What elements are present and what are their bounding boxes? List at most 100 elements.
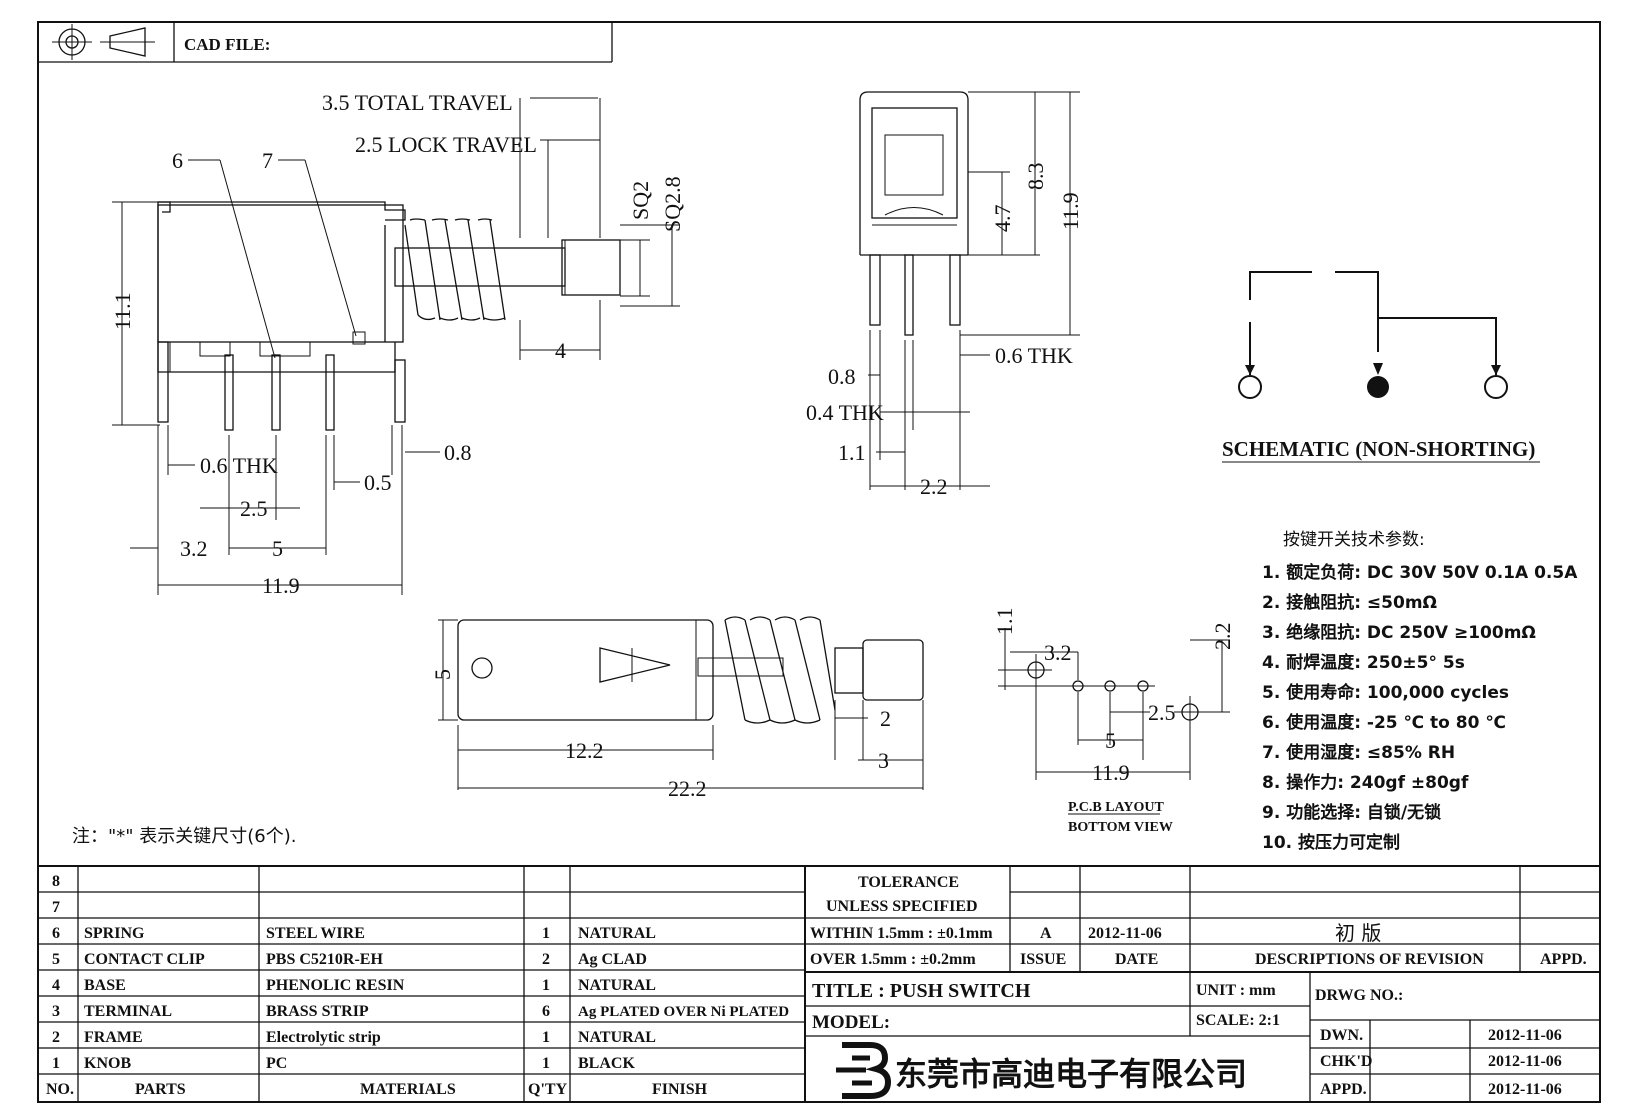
schematic: SCHEMATIC (NON-SHORTING) xyxy=(1222,271,1540,463)
tolerance-over: OVER 1.5mm : ±0.2mm xyxy=(810,951,976,968)
bom-no-7: 7 xyxy=(52,899,60,916)
bom-part-1: KNOB xyxy=(84,1055,131,1072)
pcb-dim-2-5: 2.5 xyxy=(1148,700,1176,725)
pcb-label-bottom: BOTTOM VIEW xyxy=(1068,820,1173,835)
callout-7: 7 xyxy=(262,148,273,173)
bom-material-3: BRASS STRIP xyxy=(266,1003,369,1020)
specs-heading: 按键开关技术参数: xyxy=(1283,530,1425,550)
spec-item-8: 8. 操作力: 240gf ±80gf xyxy=(1262,772,1469,793)
chkd-label: CHK'D xyxy=(1320,1053,1372,1070)
tolerance-label: TOLERANCE xyxy=(858,874,959,891)
bom-no-2: 2 xyxy=(52,1029,60,1046)
revision-description-value: 初 版 xyxy=(1335,921,1381,945)
pcb-layout: 1.1 3.2 2.2 2.5 5 11.9 P.C.B LAYOUT BOTT… xyxy=(992,608,1235,836)
dim-0-8-front: 0.8 xyxy=(828,364,856,389)
bom-material-6: STEEL WIRE xyxy=(266,925,365,942)
bom-finish-2: NATURAL xyxy=(578,1029,656,1046)
appd-label: APPD. xyxy=(1320,1081,1367,1098)
bom-finish-6: NATURAL xyxy=(578,925,656,942)
dwn-date: 2012-11-06 xyxy=(1488,1027,1562,1044)
date-value: 2012-11-06 xyxy=(1088,925,1162,942)
title-block: TOLERANCE UNLESS SPECIFIED WITHIN 1.5mm … xyxy=(805,866,1600,1102)
bom-no-3: 3 xyxy=(52,1003,60,1020)
bom-part-4: BASE xyxy=(84,977,126,994)
dim-stem: 4 xyxy=(555,338,566,363)
spec-item-7: 7. 使用湿度: ≤85% RH xyxy=(1262,742,1455,763)
bom-no-1: 1 xyxy=(52,1055,60,1072)
spec-item-6: 6. 使用温度: -25 ℃ to 80 ℃ xyxy=(1262,712,1506,733)
dim-2-2-front: 2.2 xyxy=(920,474,948,499)
model-label: MODEL: xyxy=(812,1012,890,1033)
dim-top-3: 3 xyxy=(878,748,889,773)
appd-date: 2012-11-06 xyxy=(1488,1081,1562,1098)
company-name: 东莞市高迪电子有限公司 xyxy=(895,1055,1247,1093)
bom-header-qty: Q'TY xyxy=(528,1081,568,1098)
bom-qty-5: 2 xyxy=(542,951,550,968)
schematic-terminal-common xyxy=(1367,376,1389,398)
bom-header-materials: MATERIALS xyxy=(360,1081,456,1098)
date-header: DATE xyxy=(1115,951,1158,968)
dim-top-2: 2 xyxy=(880,706,891,731)
bom-finish-4: NATURAL xyxy=(578,977,656,994)
bom-finish-3: Ag PLATED OVER Ni PLATED xyxy=(578,1004,789,1020)
total-travel-label: 3.5 TOTAL TRAVEL xyxy=(322,90,513,115)
pcb-dim-2-2: 2.2 xyxy=(1210,623,1235,651)
dim-4-7: 4.7 xyxy=(990,205,1015,233)
header-box: CAD FILE: xyxy=(37,22,613,63)
dim-width: 11.9 xyxy=(262,573,300,598)
bom-part-6: SPRING xyxy=(84,925,145,942)
dim-height: 11.1 xyxy=(110,292,135,330)
bom-no-6: 6 xyxy=(52,925,60,942)
dim-pin-gap: 0.5 xyxy=(364,470,392,495)
schematic-terminal-left xyxy=(1238,375,1262,399)
spec-item-3: 3. 绝缘阻抗: DC 250V ≥100mΩ xyxy=(1262,622,1536,643)
lock-travel-label: 2.5 LOCK TRAVEL xyxy=(355,132,537,157)
bom-part-3: TERMINAL xyxy=(84,1003,172,1020)
bom-material-4: PHENOLIC RESIN xyxy=(266,977,405,994)
unless-specified-label: UNLESS SPECIFIED xyxy=(826,898,978,915)
projection-symbol-icon xyxy=(52,24,155,60)
bom-material-5: PBS C5210R-EH xyxy=(266,951,383,968)
dim-8-3: 8.3 xyxy=(1023,163,1048,191)
spec-item-2: 2. 接触阻抗: ≤50mΩ xyxy=(1262,592,1437,613)
side-view: 3.5 TOTAL TRAVEL 2.5 LOCK TRAVEL SQ2 SQ2… xyxy=(110,90,685,598)
unit-label: UNIT : mm xyxy=(1196,982,1276,999)
bom-part-2: FRAME xyxy=(84,1029,143,1046)
spec-item-4: 4. 耐焊温度: 250±5° 5s xyxy=(1262,652,1465,673)
drwg-no-label: DRWG NO.: xyxy=(1315,987,1403,1004)
pcb-label-layout: P.C.B LAYOUT xyxy=(1068,800,1164,815)
descriptions-header: DESCRIPTIONS OF REVISION xyxy=(1255,951,1484,968)
dim-pin-width: 0.8 xyxy=(444,440,472,465)
dim-thk: 0.6 THK xyxy=(200,453,278,478)
bom-qty-2: 1 xyxy=(542,1029,550,1046)
specs-block: 按键开关技术参数: 1. 额定负荷: DC 30V 50V 0.1A 0.5A … xyxy=(1262,530,1578,853)
bom-finish-1: BLACK xyxy=(578,1055,635,1072)
sheet-border xyxy=(37,21,1601,1103)
dim-top-22-2: 22.2 xyxy=(668,776,707,801)
dim-5: 5 xyxy=(272,536,283,561)
pcb-dim-11-9: 11.9 xyxy=(1092,760,1130,785)
bom-qty-1: 1 xyxy=(542,1055,550,1072)
spec-item-5: 5. 使用寿命: 100,000 cycles xyxy=(1262,682,1509,703)
pcb-dim-1-1: 1.1 xyxy=(992,608,1017,636)
chkd-date: 2012-11-06 xyxy=(1488,1053,1562,1070)
bom-qty-6: 1 xyxy=(542,925,550,942)
bom-table: 8 7 6 SPRING STEEL WIRE 1 NATURAL 5 CONT… xyxy=(38,865,1600,1102)
dim-thk-06: 0.6 THK xyxy=(995,343,1073,368)
bom-no-4: 4 xyxy=(52,977,60,994)
bom-part-5: CONTACT CLIP xyxy=(84,951,205,968)
bom-header-no: NO. xyxy=(46,1081,74,1098)
schematic-title: SCHEMATIC (NON-SHORTING) xyxy=(1222,437,1535,461)
dwn-label: DWN. xyxy=(1320,1027,1363,1044)
scale-label: SCALE: 2:1 xyxy=(1196,1012,1280,1029)
pcb-dim-3-2: 3.2 xyxy=(1044,640,1072,665)
callout-6: 6 xyxy=(172,148,183,173)
bom-material-1: PC xyxy=(266,1055,287,1072)
front-view: 4.7 8.3 11.9 0.6 THK 0.8 0.4 THK 1.1 2.2 xyxy=(806,91,1083,499)
bom-finish-5: Ag CLAD xyxy=(578,951,647,968)
drawing-title: TITLE : PUSH SWITCH xyxy=(812,980,1031,1002)
schematic-terminal-right xyxy=(1484,375,1508,399)
bom-material-2: Electrolytic strip xyxy=(266,1029,381,1046)
bom-qty-4: 1 xyxy=(542,977,550,994)
